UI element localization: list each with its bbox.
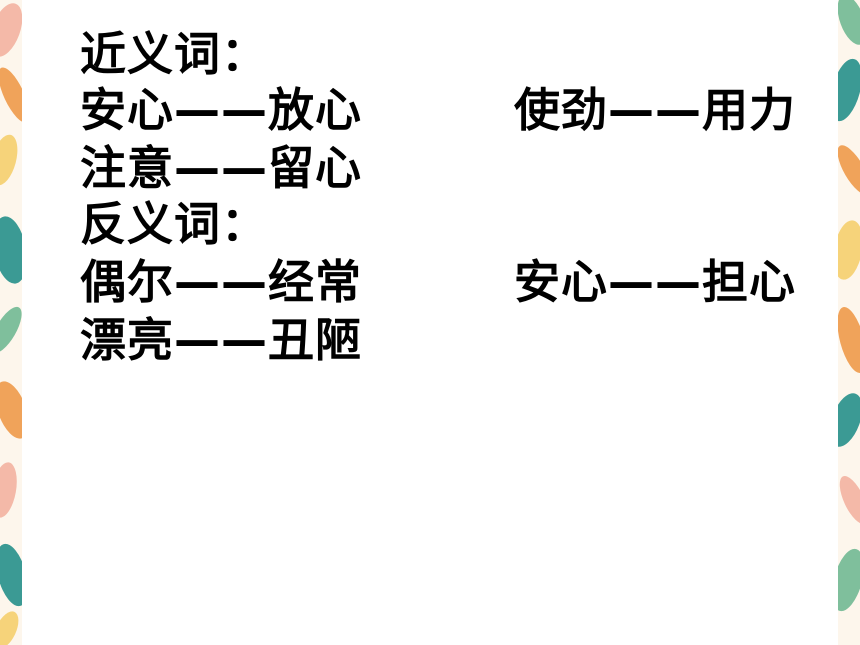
synonym-pair-2: 使劲——用力 [514,83,796,137]
antonym-pair-3: 漂亮——丑陋 [80,313,362,367]
synonym-pair-1: 安心——放心 [80,83,362,137]
antonyms-heading: 反义词： [80,197,268,251]
left-leaf-border [0,0,22,645]
antonym-pair-2: 安心——担心 [514,255,796,309]
antonym-pair-1: 偶尔——经常 [80,255,362,309]
synonyms-heading: 近义词： [80,27,268,81]
slide-content: 近义词： 安心——放心 使劲——用力 注意——留心 反义词： 偶尔——经常 安心… [22,0,838,645]
right-leaf-border [838,0,860,645]
leaf-pattern-left [0,3,22,645]
synonym-pair-3: 注意——留心 [80,141,362,195]
leaf-pattern-right [838,0,860,612]
